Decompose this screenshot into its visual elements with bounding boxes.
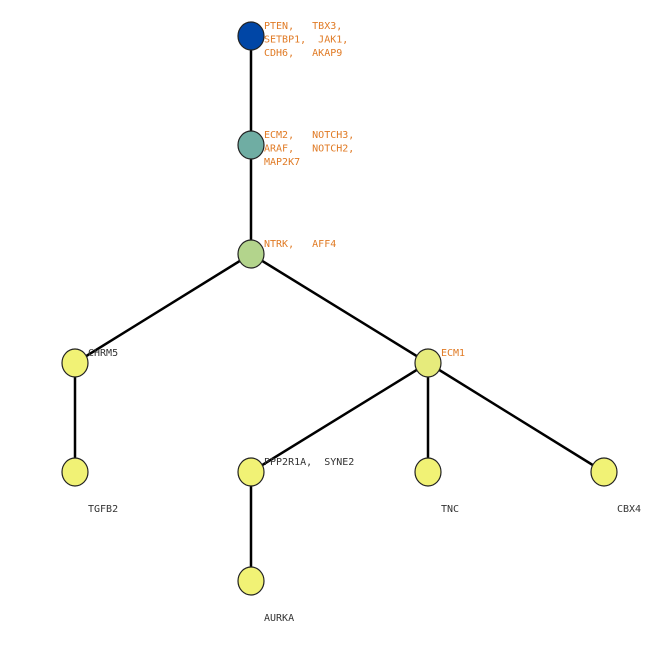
- edge-n2-n4: [250, 252, 429, 365]
- node-label-line: TGFB2: [88, 504, 118, 515]
- node-label-line: CHRM5: [88, 348, 118, 359]
- node-label: NTRK, AFF4: [264, 239, 336, 250]
- node-label-line: CDH6, AKAP9: [264, 48, 342, 59]
- node-label-line: PPP2R1A, SYNE2: [264, 457, 354, 468]
- node-label: ECM1: [441, 348, 465, 359]
- node-n1[interactable]: [237, 130, 265, 160]
- node-label: AURKA: [264, 613, 294, 624]
- node-label: ECM2, NOTCH3, ARAF, NOTCH2, MAP2K7: [264, 130, 354, 168]
- node-label: PPP2R1A, SYNE2: [264, 457, 354, 468]
- node-label-line: ECM1: [441, 348, 465, 359]
- node-n3[interactable]: [61, 348, 89, 378]
- node-label: PTEN, TBX3, SETBP1, JAK1, CDH6, AKAP9: [264, 21, 348, 59]
- node-n8[interactable]: [590, 457, 618, 487]
- node-label-line: TNC: [441, 504, 459, 515]
- node-n2[interactable]: [237, 239, 265, 269]
- node-label: TNC: [441, 504, 459, 515]
- node-label-line: ARAF, NOTCH2,: [264, 144, 354, 155]
- node-n7[interactable]: [414, 457, 442, 487]
- node-n5[interactable]: [61, 457, 89, 487]
- node-label: TGFB2: [88, 504, 118, 515]
- node-label: CHRM5: [88, 348, 118, 359]
- node-label-line: NTRK, AFF4: [264, 239, 336, 250]
- edge-n4-n6: [250, 361, 429, 474]
- node-n0[interactable]: [237, 21, 265, 51]
- edge-n4-n8: [427, 361, 605, 474]
- node-n4[interactable]: [414, 348, 442, 378]
- edge-n2-n3: [74, 252, 252, 365]
- node-label-line: ECM2, NOTCH3,: [264, 130, 354, 141]
- node-n6[interactable]: [237, 457, 265, 487]
- node-label-line: SETBP1, JAK1,: [264, 35, 348, 46]
- node-label: CBX4: [617, 504, 641, 515]
- node-label-line: MAP2K7: [264, 157, 300, 168]
- node-label-line: CBX4: [617, 504, 641, 515]
- node-label-line: AURKA: [264, 613, 294, 624]
- node-label-line: PTEN, TBX3,: [264, 21, 342, 32]
- node-n9[interactable]: [237, 566, 265, 596]
